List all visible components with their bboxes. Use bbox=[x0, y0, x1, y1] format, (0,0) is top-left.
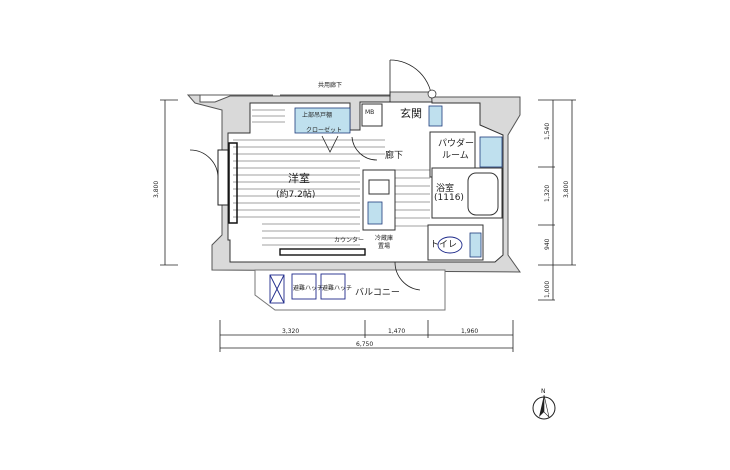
mb-label: MB bbox=[365, 109, 374, 116]
dim-bottom-total: 6,750 bbox=[356, 341, 373, 348]
hatch-label-1: 避難ハッチ bbox=[293, 284, 323, 292]
dim-bottom-1: 3,320 bbox=[282, 328, 299, 335]
closet-label: クローゼット bbox=[306, 126, 342, 134]
powder-label-2: ルーム bbox=[442, 150, 469, 161]
closet bbox=[294, 107, 351, 134]
washer-space bbox=[479, 136, 503, 168]
dim-right-2: 1,320 bbox=[544, 185, 551, 202]
balcony bbox=[254, 269, 446, 311]
corridor-label: 共用廊下 bbox=[318, 81, 342, 89]
western-room-label: 洋室 bbox=[288, 171, 310, 185]
powder-label-1: パウダー bbox=[438, 137, 474, 149]
fridge-label-2: 置場 bbox=[378, 242, 390, 250]
sink bbox=[367, 201, 383, 225]
counter-label: カウンター bbox=[334, 236, 364, 244]
north-arrow-icon bbox=[532, 394, 556, 420]
dim-bottom-2: 1,470 bbox=[388, 328, 405, 335]
hatch-label-2: 避難ハッチ bbox=[322, 284, 352, 292]
dim-left: 3,800 bbox=[153, 181, 160, 198]
upper-storage-label: 上部吊戸棚 bbox=[302, 111, 332, 119]
mb bbox=[361, 103, 383, 127]
dim-right-3: 940 bbox=[544, 238, 551, 250]
toilet-label: トイレ bbox=[430, 240, 457, 250]
balcony-label: バルコニー bbox=[355, 287, 400, 298]
hallway-label: 廊下 bbox=[385, 149, 403, 161]
bath-size-label: (1116) bbox=[434, 193, 464, 203]
dim-bottom-3: 1,960 bbox=[461, 328, 478, 335]
dim-right-1: 1,540 bbox=[544, 123, 551, 140]
shoe-cabinet bbox=[428, 105, 443, 127]
fridge-label-1: 冷蔵庫 bbox=[375, 234, 393, 242]
window-left[interactable] bbox=[217, 149, 229, 206]
dim-right-4: 1,000 bbox=[544, 281, 551, 298]
dim-right-total: 3,800 bbox=[563, 181, 570, 198]
bathtub bbox=[467, 172, 499, 216]
western-room-floor bbox=[233, 109, 430, 246]
north-label: N bbox=[541, 388, 546, 395]
bath-label: 浴室 bbox=[436, 182, 454, 194]
western-room-size: (約7.2帖) bbox=[276, 188, 315, 200]
entrance-label: 玄関 bbox=[400, 106, 422, 120]
